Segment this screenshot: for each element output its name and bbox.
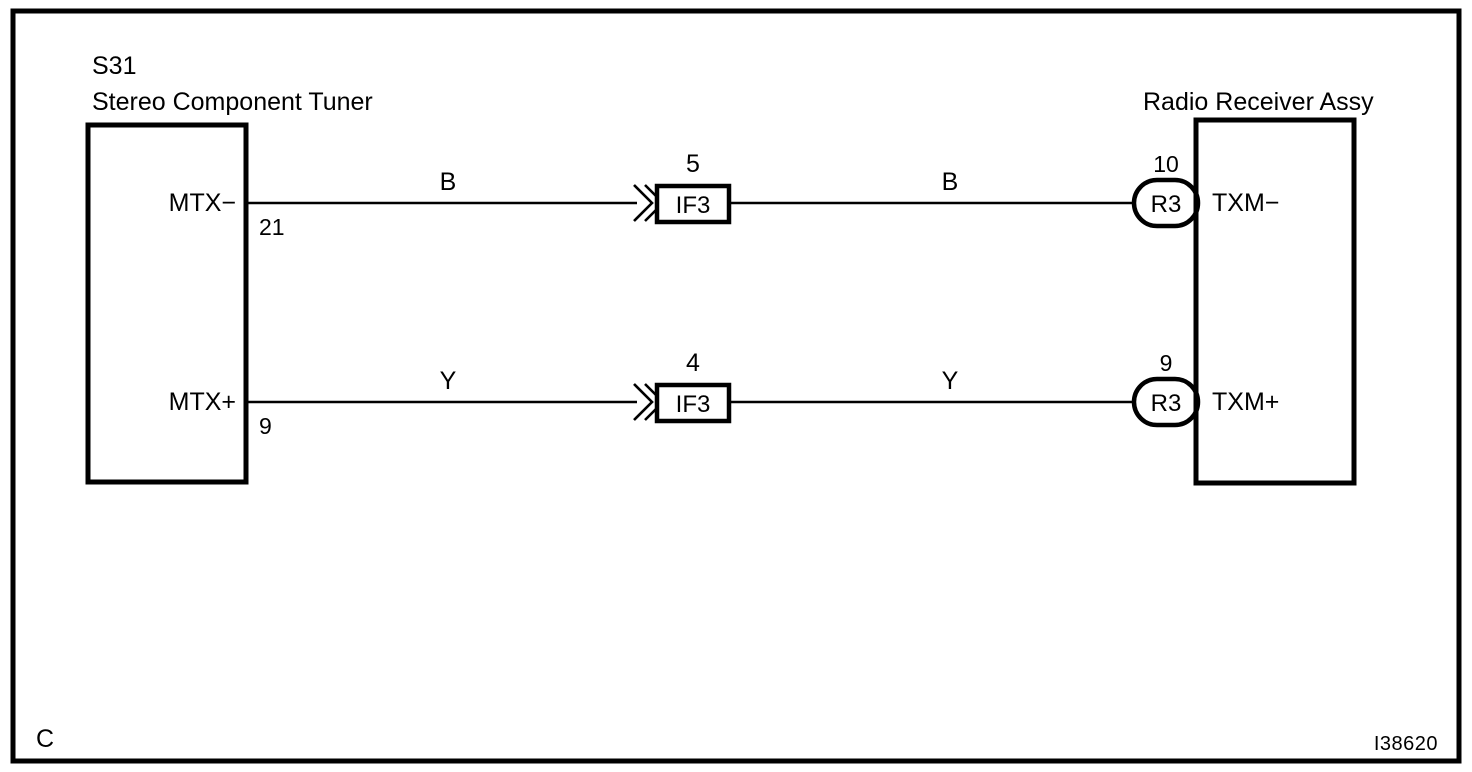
left-terminal-label-1: MTX− xyxy=(169,189,236,217)
left-component-id: S31 xyxy=(92,52,136,80)
right-pin-number-2: 9 xyxy=(1160,350,1173,376)
right-connector-code-2: R3 xyxy=(1151,390,1182,417)
wire-color-label-2-right: Y xyxy=(942,367,959,395)
junction-code-2: IF3 xyxy=(676,391,711,418)
right-connector-code-1: R3 xyxy=(1151,191,1182,218)
wire-color-label-1-left: B xyxy=(440,168,457,196)
right-terminal-label-2: TXM+ xyxy=(1212,388,1279,416)
right-pin-number-1: 10 xyxy=(1153,151,1179,177)
junction-number-2: 4 xyxy=(686,349,700,377)
left-component-name: Stereo Component Tuner xyxy=(92,88,373,116)
left-pin-number-2: 9 xyxy=(259,413,272,439)
figure-code: I38620 xyxy=(1374,733,1438,755)
right-terminal-label-1: TXM− xyxy=(1212,189,1279,217)
junction-number-1: 5 xyxy=(686,150,700,178)
junction-box-1[interactable] xyxy=(654,183,732,225)
junction-code-1: IF3 xyxy=(676,192,711,219)
right-component-name: Radio Receiver Assy xyxy=(1143,88,1374,116)
wire-color-label-1-right: B xyxy=(942,168,959,196)
left-component-box xyxy=(85,122,249,485)
corner-label: C xyxy=(36,725,54,753)
left-pin-number-1: 21 xyxy=(259,214,285,240)
diagram-border xyxy=(10,8,1462,764)
right-component-box xyxy=(1193,117,1357,486)
left-terminal-label-2: MTX+ xyxy=(169,388,236,416)
wire-color-label-2-left: Y xyxy=(440,367,457,395)
